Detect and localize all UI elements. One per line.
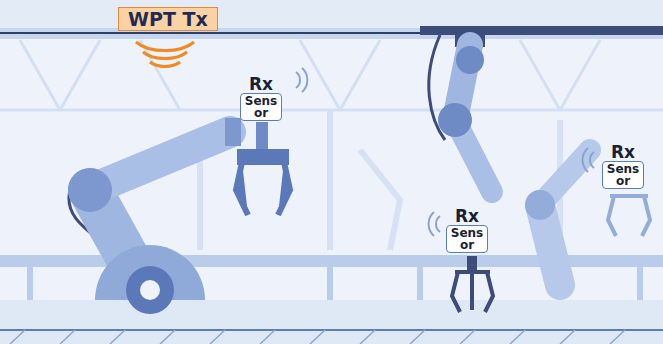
robot-base-hub [140, 280, 160, 300]
receiver-heading: Rx [611, 144, 635, 161]
receiver-sensor: RxSensor [240, 76, 282, 121]
gripper [452, 272, 493, 312]
sensor-box: Sensor [240, 93, 282, 121]
background-robots [200, 110, 560, 250]
gripper [236, 152, 290, 215]
background-truss [0, 40, 663, 110]
robot-upper-arm [90, 132, 230, 190]
sensor-box: Sensor [602, 161, 644, 189]
receiver-sensor: RxSensor [602, 144, 644, 189]
gripper-stem [256, 122, 268, 152]
floor [0, 300, 663, 344]
floor-line [0, 329, 663, 331]
wireless-waves [136, 42, 194, 66]
signal-arcs [583, 148, 594, 172]
robot-joint [525, 190, 555, 220]
signal-arcs [296, 68, 307, 92]
robot-base-joint [126, 266, 174, 314]
sensor-box: Sensor [446, 225, 488, 253]
robot-joint [438, 103, 472, 137]
robot-joint [456, 46, 484, 74]
receiver-sensor: RxSensor [446, 208, 488, 253]
robot-joint [68, 168, 112, 212]
robot-wrist [225, 118, 241, 146]
gripper-stem [467, 256, 477, 272]
receiver-heading: Rx [249, 76, 273, 93]
receiver-heading: Rx [455, 208, 479, 225]
gripper [608, 196, 650, 236]
transmitter-label: WPT Tx [118, 7, 218, 31]
floor-stripes [10, 330, 625, 344]
transmitter-box: WPT Tx [118, 7, 218, 31]
ceiling [0, 0, 663, 28]
signal-arcs [429, 212, 440, 236]
